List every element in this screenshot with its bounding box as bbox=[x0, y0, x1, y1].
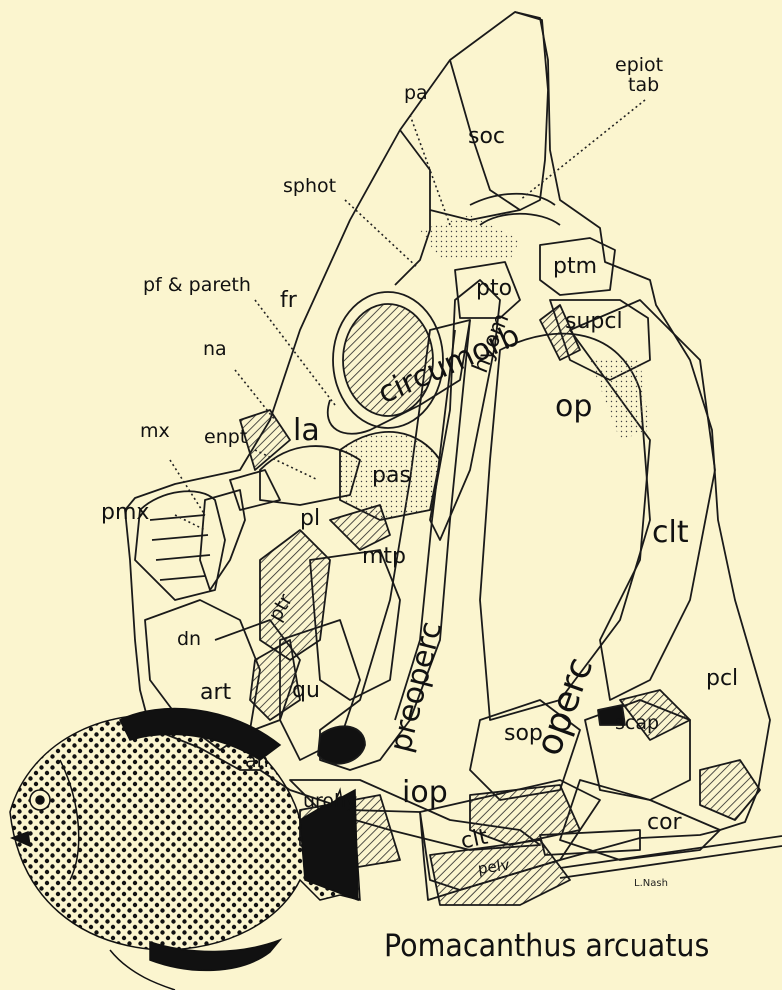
label-fr: fr bbox=[280, 290, 297, 312]
artist-credit: L.Nash bbox=[634, 878, 668, 889]
label-sop: sop bbox=[504, 723, 543, 745]
label-op: op bbox=[555, 392, 592, 422]
label-pa: pa bbox=[404, 84, 428, 103]
label-urohy: urohy bbox=[303, 792, 357, 811]
label-iop: iop bbox=[402, 778, 448, 808]
label-scap: scap bbox=[615, 714, 659, 733]
label-pto: pto bbox=[476, 278, 512, 300]
label-soc: soc bbox=[468, 126, 505, 148]
label-sphot: sphot bbox=[283, 177, 336, 196]
label-art: art bbox=[200, 682, 231, 704]
label-clt-lower: clt bbox=[459, 826, 490, 853]
label-dn: dn bbox=[177, 630, 201, 649]
label-enpt: enpt bbox=[204, 428, 247, 447]
label-clt: clt bbox=[652, 518, 689, 548]
label-pas: pas bbox=[372, 465, 411, 487]
label-cor: cor bbox=[647, 812, 682, 834]
label-mx: mx bbox=[140, 422, 170, 441]
label-epiot: epiot bbox=[615, 56, 663, 75]
species-caption: Pomacanthus arcuatus bbox=[384, 928, 709, 964]
label-pl: pl bbox=[300, 508, 320, 530]
label-qu: qu bbox=[292, 680, 320, 702]
label-supcl: supcl bbox=[565, 311, 623, 333]
label-pmx: pmx bbox=[101, 502, 149, 524]
label-ptm: ptm bbox=[553, 256, 597, 278]
label-na: na bbox=[203, 340, 227, 359]
label-la: la bbox=[293, 416, 320, 446]
label-mtp: mtp bbox=[362, 546, 406, 568]
label-an: an bbox=[245, 752, 269, 771]
label-pcl: pcl bbox=[706, 668, 738, 690]
label-pf-pareth: pf & pareth bbox=[143, 276, 251, 295]
fish-illustration bbox=[10, 709, 360, 990]
label-pelv: pelv bbox=[477, 858, 511, 877]
label-tab: tab bbox=[628, 76, 659, 95]
